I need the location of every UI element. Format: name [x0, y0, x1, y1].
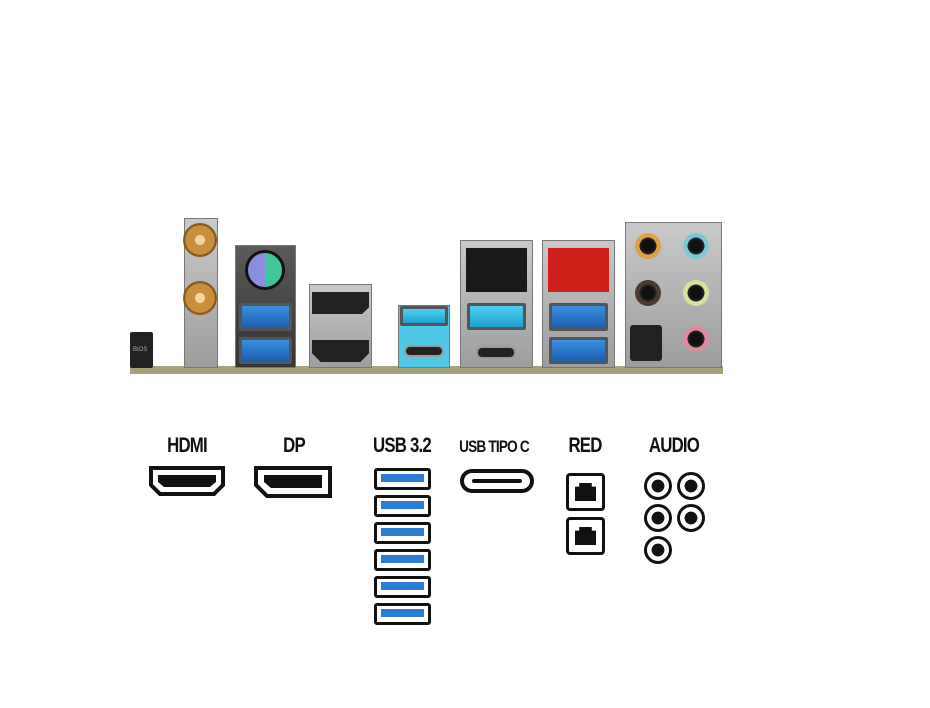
ethernet-icon	[566, 473, 605, 511]
usb-icon	[374, 549, 431, 571]
antenna-connector	[183, 223, 217, 257]
rj45-port	[466, 248, 527, 292]
usb-c-port	[476, 346, 516, 359]
usb-icon	[374, 603, 431, 625]
audio-jack-icon	[644, 472, 672, 500]
pcb-base-strip	[130, 366, 723, 374]
audio-jack-icon	[644, 504, 672, 532]
usb-icon	[374, 495, 431, 517]
legend-label-audio: AUDIO	[648, 434, 700, 457]
ethernet-icon	[566, 517, 605, 555]
rj45-port-red	[548, 248, 609, 292]
usb-c-icon	[460, 469, 534, 493]
audio-jack	[635, 233, 661, 259]
usb-icon	[374, 522, 431, 544]
usb-port	[549, 303, 608, 331]
audio-jack	[683, 326, 709, 352]
audio-jack-icon	[677, 472, 705, 500]
legend-label-dp: DP	[283, 434, 306, 457]
usb-port	[467, 303, 526, 330]
usb-icon	[374, 576, 431, 598]
usb-port	[400, 306, 448, 326]
usb-port	[239, 337, 292, 364]
audio-jack	[683, 280, 709, 306]
legend-label-usbc: USB TIPO C	[459, 437, 530, 456]
hdmi-icon	[149, 466, 225, 496]
usb-port	[549, 337, 608, 364]
antenna-connector	[183, 281, 217, 315]
legend-label-usb: USB 3.2	[373, 434, 432, 457]
audio-jack-icon	[644, 536, 672, 564]
audio-jack	[635, 280, 661, 306]
audio-jack-icon	[677, 504, 705, 532]
audio-jack	[683, 233, 709, 259]
legend-label-lan: RED	[568, 434, 602, 457]
usb-c-port	[404, 345, 444, 357]
legend-label-hdmi: HDMI	[167, 434, 208, 457]
displayport-icon	[254, 466, 332, 498]
usb-port	[239, 303, 292, 331]
hdmi-port	[312, 340, 369, 362]
bios-flashback-button: BIOS	[130, 332, 153, 368]
ps2-port	[245, 250, 285, 290]
displayport-port	[312, 292, 369, 314]
usb-icon	[374, 468, 431, 490]
optical-spdif-port	[630, 325, 662, 361]
bios-label: BIOS	[133, 347, 148, 353]
